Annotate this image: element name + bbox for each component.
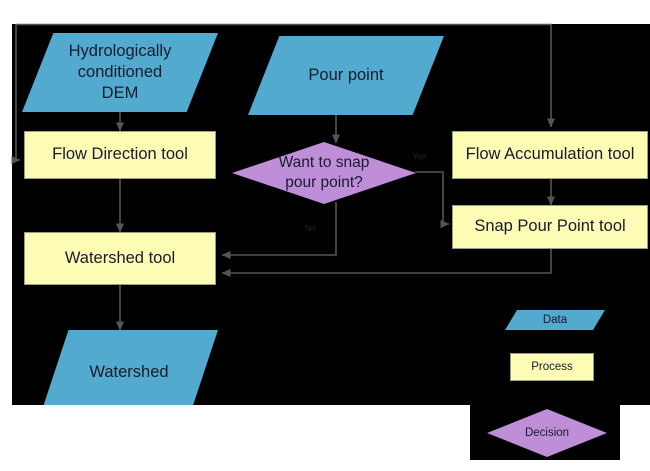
node-snap-pour-point-tool[interactable]: Snap Pour Point tool (452, 205, 648, 249)
node-label: Want to snap pour point? (278, 154, 370, 191)
node-hydrologically-conditioned-dem[interactable]: Hydrologically conditioned DEM (22, 33, 218, 112)
node-label: Flow Accumulation tool (465, 145, 635, 164)
node-label: Pour point (308, 65, 384, 84)
node-flow-direction-tool[interactable]: Flow Direction tool (24, 131, 216, 179)
node-label: Watershed (89, 363, 169, 382)
edge-label-no: No (305, 224, 316, 233)
node-pour-point[interactable]: Pour point (248, 36, 444, 115)
legend-swatch-process: Process (510, 353, 594, 381)
node-label: Hydrologically conditioned DEM (68, 41, 172, 103)
legend-swatch-data: Data (505, 310, 605, 330)
node-flow-accumulation-tool[interactable]: Flow Accumulation tool (452, 131, 648, 179)
watershed-output-clip: Watershed (12, 24, 650, 405)
node-watershed-output[interactable]: Watershed (40, 330, 218, 405)
legend-label-decision: Decision (524, 426, 570, 439)
legend-label-process: Process (531, 360, 573, 373)
node-label: Watershed tool (64, 248, 176, 267)
node-label: Flow Direction tool (52, 145, 188, 164)
node-watershed-tool[interactable]: Watershed tool (24, 232, 216, 285)
legend-label-data: Data (542, 313, 568, 326)
node-label: Snap Pour Point tool (474, 217, 626, 236)
legend-data-clip: Data (12, 24, 650, 405)
edge-label-yes: Yes (413, 152, 427, 161)
